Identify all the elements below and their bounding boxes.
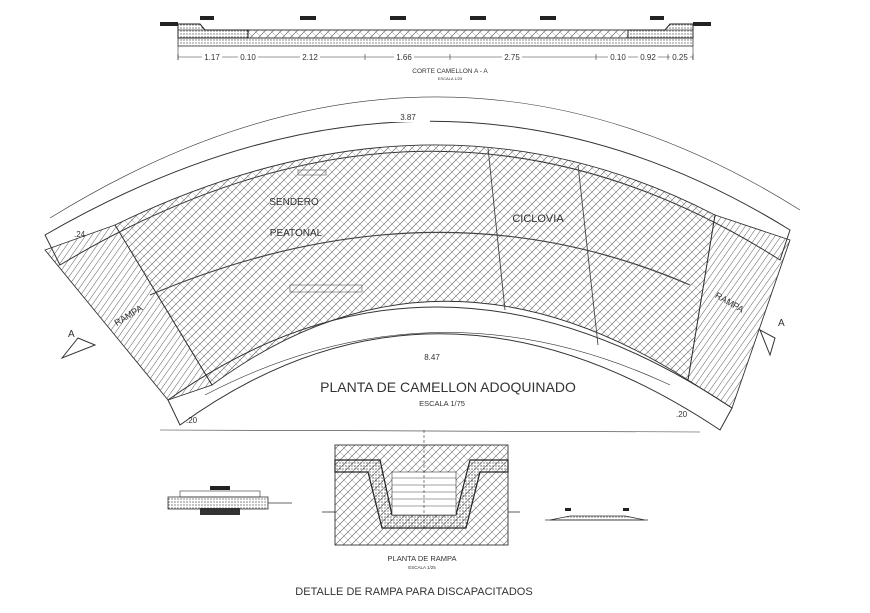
plan-outer-dimension-arc — [49, 96, 801, 219]
section-mark-left: A — [68, 329, 75, 340]
plan-scale: ESCALA 1/75 — [419, 399, 465, 408]
plan-inner-curb — [167, 306, 733, 431]
section-dimension-label: 2.75 — [504, 53, 520, 62]
section-dimension-label: 2.12 — [302, 53, 318, 62]
section-dimension-label: 0.25 — [672, 53, 688, 62]
section-dimension-label: 0.92 — [640, 53, 656, 62]
section-paver-layer — [247, 29, 629, 39]
zone-footpath-label-2: PEATONAL — [270, 228, 323, 239]
section-base-slab — [177, 37, 694, 47]
left-end-dimension: .24 — [74, 230, 86, 239]
section-dimension-label: 1.17 — [204, 53, 220, 62]
ramp-section-right — [545, 508, 648, 521]
section-arrow-right — [759, 328, 776, 357]
section-dimension-label: 0.10 — [240, 53, 256, 62]
section-dimension-label: 0.10 — [610, 53, 626, 62]
bottom-left-dimension: .20 — [186, 416, 198, 425]
plan-bike-lane-edge-1 — [487, 147, 506, 311]
section-title: CORTE CAMELLON A - A — [412, 68, 488, 75]
ramp-detail-scale: ESCALA 1/25 — [408, 565, 436, 570]
plan-ramp-left — [44, 224, 213, 401]
ramp-detail: PLANTA DE RAMPA ESCALA 1/25 — [322, 430, 520, 570]
section-arrow-left — [60, 337, 97, 360]
plan-view: 3.87 8.47 .24 .20 .20 RAMPA RAMPA SENDER… — [44, 96, 801, 433]
ramp-detail-title: PLANTA DE RAMPA — [388, 554, 457, 563]
ramp-section-left — [167, 486, 292, 515]
section-right-curb — [627, 23, 694, 39]
plan-bike-lane-edge-2 — [577, 164, 599, 346]
section-dimension-label: 1.66 — [396, 53, 412, 62]
ramp-surface — [391, 471, 457, 516]
inner-arc-dimension: 8.47 — [424, 353, 440, 362]
zone-bike-lane-label: CICLOVIA — [512, 213, 564, 225]
plan-divider-curve — [149, 231, 691, 296]
outer-arc-dimension: 3.87 — [400, 113, 416, 122]
section-mark-right: A — [778, 318, 785, 329]
plan-inner-dimension-arc — [204, 332, 671, 396]
bottom-right-dimension: .20 — [676, 410, 688, 419]
section-left-curb — [177, 23, 249, 39]
section-view: 1.17 0.10 2.12 1.66 2.75 0.10 0.92 0.25 CORTE C… — [160, 16, 711, 81]
zone-footpath-label-1: SENDERO — [269, 197, 319, 208]
section-scale: ESCALA 1/25 — [438, 76, 463, 81]
footer-title: DETALLE DE RAMPA PARA DISCAPACITADOS — [295, 586, 532, 598]
plan-title: PLANTA DE CAMELLON ADOQUINADO — [320, 379, 576, 395]
